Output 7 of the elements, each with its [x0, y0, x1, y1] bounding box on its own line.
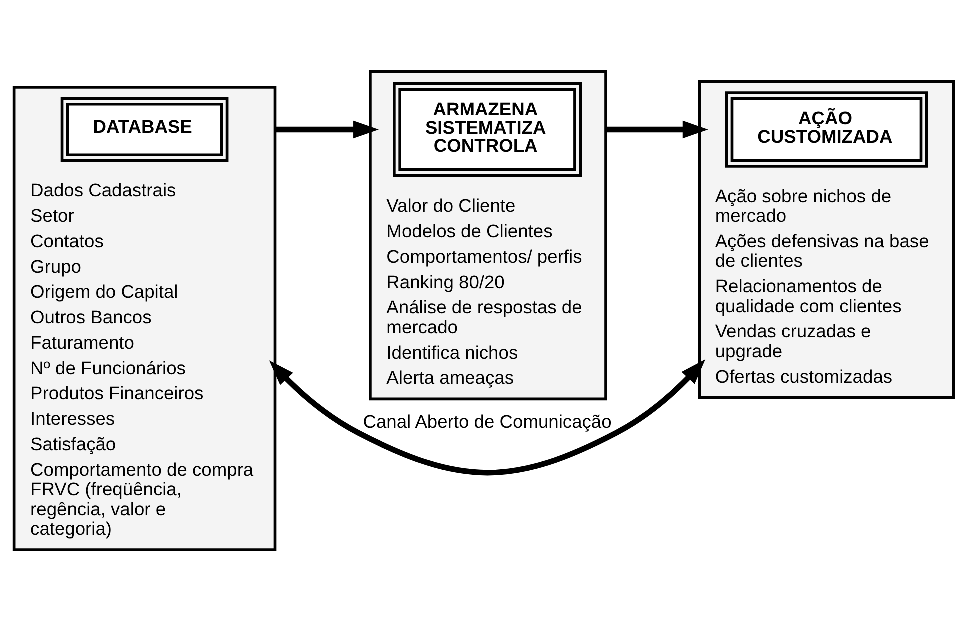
arrow: [269, 359, 706, 476]
node-box: DATABASE: [60, 96, 229, 162]
arrow: [606, 120, 708, 138]
arrow: [275, 120, 379, 138]
node-box: ARMAZENA SISTEMATIZA CONTROLA: [393, 82, 582, 176]
edge-label: Canal Aberto de Comunicação: [363, 410, 612, 432]
node-box: AÇÃO CUSTOMIZADA: [725, 91, 928, 168]
